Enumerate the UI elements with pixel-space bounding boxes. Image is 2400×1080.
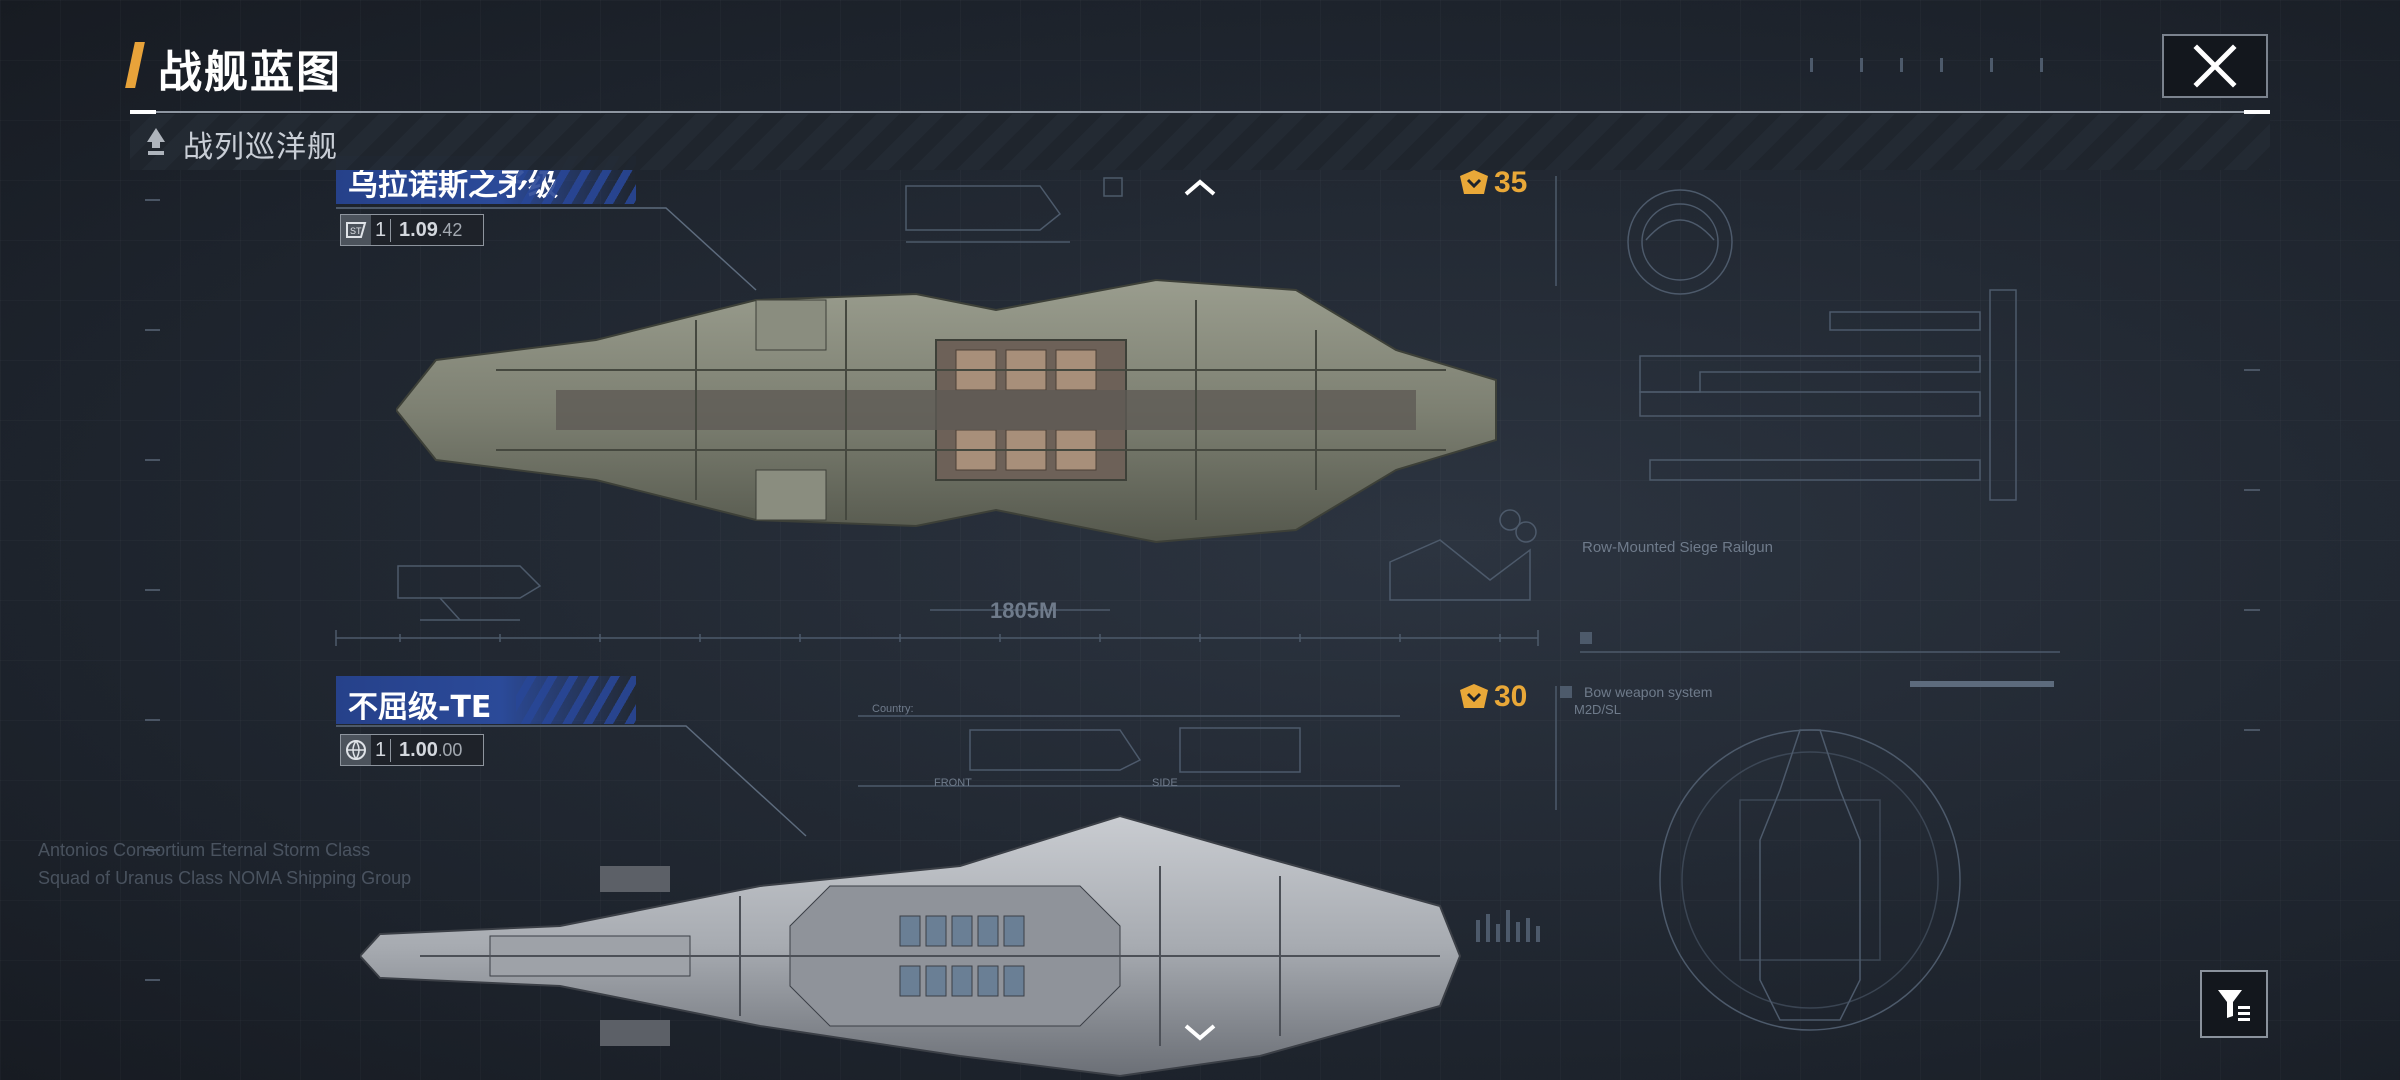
- bow-title: Bow weapon system: [1584, 684, 1712, 700]
- country-label: Country:: [872, 703, 914, 715]
- header-divider: [130, 111, 2270, 113]
- ship-1-version-main: 1.09: [399, 218, 438, 241]
- ship-2-cost: 30: [1458, 680, 1527, 714]
- scroll-down-button[interactable]: [1182, 1022, 1218, 1042]
- rank-icon: [143, 124, 169, 160]
- st-emblem-icon: ST: [341, 215, 371, 245]
- bg-text-consortium: Antonios Consortium Eternal Storm Class: [38, 840, 370, 860]
- ship-1-stat-box: ST 1 1.09.42: [340, 214, 484, 246]
- bg-text-squad: Squad of Uranus Class NOMA Shipping Grou…: [38, 868, 411, 888]
- ship-2-name: 不屈级-TE: [348, 690, 492, 725]
- category-bar: [130, 114, 2270, 170]
- page-title: 战舰蓝图: [158, 47, 342, 98]
- railgun-title: Row-Mounted Siege Railgun: [1582, 539, 1773, 556]
- bow-code: M2D/SL: [1574, 702, 1621, 717]
- ship-1-version-sub: 42: [442, 219, 463, 240]
- scroll-up-button[interactable]: [1182, 178, 1218, 198]
- ship-2-cost-value: 30: [1494, 680, 1528, 713]
- ship-1-leader-line: [336, 207, 757, 291]
- globe-emblem-icon: [341, 735, 371, 765]
- chevron-up-icon: [1184, 179, 1216, 196]
- ship-2-version-sub: 00: [442, 739, 463, 760]
- ship-1-version: 1.09.42: [399, 218, 463, 241]
- side-label: SIDE: [1152, 777, 1178, 789]
- ship-card-2[interactable]: 不屈级-TE 1 1.00.00 30: [336, 676, 1556, 1080]
- close-button[interactable]: [2162, 34, 2268, 98]
- filter-icon: [2218, 990, 2250, 1021]
- ship-2-version-main: 1.00: [399, 738, 438, 761]
- ship-1-cost-value: 35: [1494, 166, 1528, 199]
- scale-label: 1805M: [990, 598, 1057, 623]
- ship-1-level: 1: [371, 218, 391, 242]
- front-label: FRONT: [934, 777, 972, 789]
- ship-2-name-banner: 不屈级-TE: [336, 676, 636, 725]
- ship-1-cost: 35: [1458, 166, 1527, 200]
- currency-icon: [1460, 170, 1488, 194]
- header-divider-cap-right: [2244, 110, 2270, 114]
- ship-2-hull-image: [358, 806, 1500, 1080]
- svg-text:ST: ST: [350, 226, 362, 236]
- ship-2-level: 1: [371, 738, 391, 762]
- category-label: 战列巡洋舰: [183, 130, 338, 165]
- close-icon: [2193, 44, 2237, 88]
- currency-icon: [1460, 684, 1488, 708]
- ship-2-version: 1.00.00: [399, 738, 463, 761]
- filter-button[interactable]: [2200, 970, 2268, 1038]
- ship-card-1[interactable]: 乌拉诺斯之矛级 ST 1 1.09.42 35: [336, 150, 1556, 640]
- header-divider-cap-left: [130, 110, 156, 114]
- ship-2-stat-box: 1 1.00.00: [340, 734, 484, 766]
- ship-1-hull-image: [394, 260, 1546, 560]
- chevron-down-icon: [1184, 1024, 1216, 1041]
- ship-2-leader-line: [336, 725, 807, 837]
